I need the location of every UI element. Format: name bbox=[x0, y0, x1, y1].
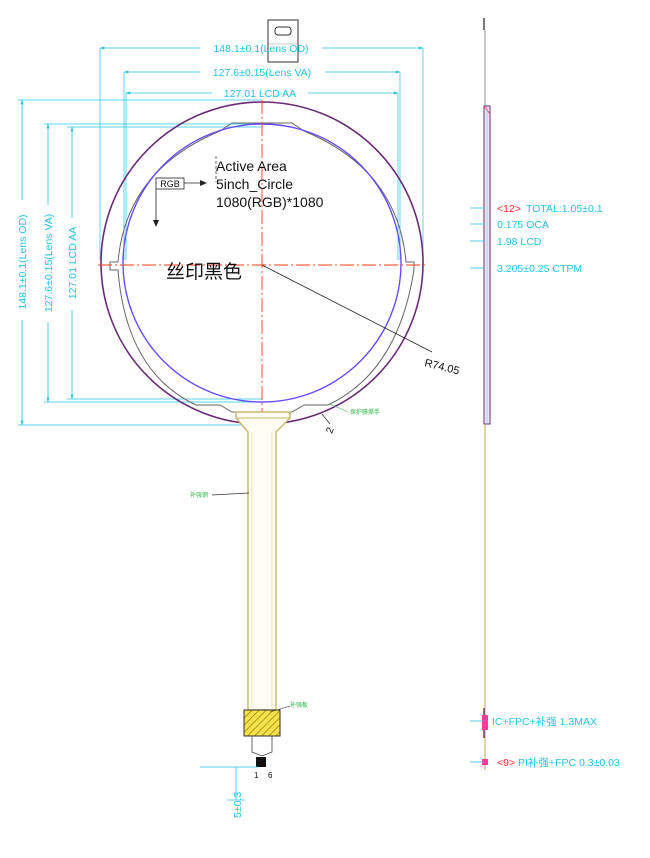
pi-label: PI补强+FPC 0.3±0.03 bbox=[518, 756, 620, 769]
lens-od-v-label: 148.1±0.1(Lens OD) bbox=[17, 214, 29, 309]
active-area-line1: Active Area bbox=[216, 158, 287, 174]
protect-film-note: 2 保护膜撕手 bbox=[321, 403, 380, 435]
front-view: 148.1±0.1(Lens OD) 127.6±0.15(Lens VA) 1… bbox=[17, 19, 461, 818]
dim-lens-od-horizontal: 148.1±0.1(Lens OD) bbox=[99, 43, 424, 260]
dim-fpc-offset: 5±0.3 bbox=[200, 766, 258, 818]
protect-film-label: 保护膜撕手 bbox=[350, 408, 380, 416]
active-area-line3: 1080(RGB)*1080 bbox=[216, 194, 324, 210]
lcd-aa-v-label: 127.01 LCD AA bbox=[67, 227, 79, 299]
active-area-note: Active Area 5inch_Circle 1080(RGB)*1080 bbox=[215, 156, 324, 210]
fpc-tail: 补强钢 bbox=[190, 411, 291, 711]
pin6-label: 6 bbox=[268, 771, 273, 780]
dim-lens-od-vertical: 148.1±0.1(Lens OD) bbox=[17, 99, 262, 426]
ic-stiffener: 补强板 1 6 bbox=[243, 701, 308, 780]
oca-label: 0.175 OCA bbox=[497, 219, 549, 231]
pin1-label: 1 bbox=[254, 771, 259, 780]
stack-pi: <9> PI补强+FPC 0.3±0.03 bbox=[497, 756, 620, 769]
pi-tag: <9> bbox=[497, 757, 515, 769]
rgb-orientation: RGB bbox=[153, 177, 207, 227]
lcd-aa-h-label: 127.01 LCD AA bbox=[224, 88, 296, 100]
fpc-note-label: 补强钢 bbox=[190, 491, 208, 499]
stack-dim-ticks bbox=[470, 207, 484, 763]
silk-print-label: 丝印黑色 bbox=[166, 261, 242, 283]
lens-od-h-label: 148.1±0.1(Lens OD) bbox=[213, 43, 308, 55]
tab-small-label: 2 bbox=[324, 426, 336, 435]
dim-lens-va-vertical: 127.6±0.15(Lens VA) bbox=[43, 123, 262, 403]
fpc-offset-label: 5±0.3 bbox=[232, 792, 244, 818]
stack-total: <12> TOTAL:1.05±0.1 bbox=[497, 203, 603, 215]
total-label: TOTAL:1.05±0.1 bbox=[526, 203, 603, 215]
lens-va-v-label: 127.6±0.15(Lens VA) bbox=[43, 214, 55, 312]
radius-label: R74.05 bbox=[423, 357, 460, 377]
active-area-line2: 5inch_Circle bbox=[216, 176, 293, 192]
total-tag: <12> bbox=[497, 203, 521, 215]
ctpm-label: 3.205±0.25 CTPM bbox=[497, 263, 582, 275]
ic-fpc-label: IC+FPC+补强 1.3MAX bbox=[492, 715, 597, 728]
rgb-box-label: RGB bbox=[160, 179, 180, 189]
ic-note-label: 补强板 bbox=[290, 701, 308, 709]
lens-va-h-label: 127.6±0.15(Lens VA) bbox=[213, 67, 311, 79]
side-view: <12> TOTAL:1.05±0.1 0.175 OCA 1.98 LCD 3… bbox=[470, 18, 620, 770]
top-connector bbox=[267, 19, 299, 63]
dim-lcd-aa-vertical: 127.01 LCD AA bbox=[67, 126, 262, 400]
lcd-thickness-label: 1.98 LCD bbox=[497, 236, 542, 248]
